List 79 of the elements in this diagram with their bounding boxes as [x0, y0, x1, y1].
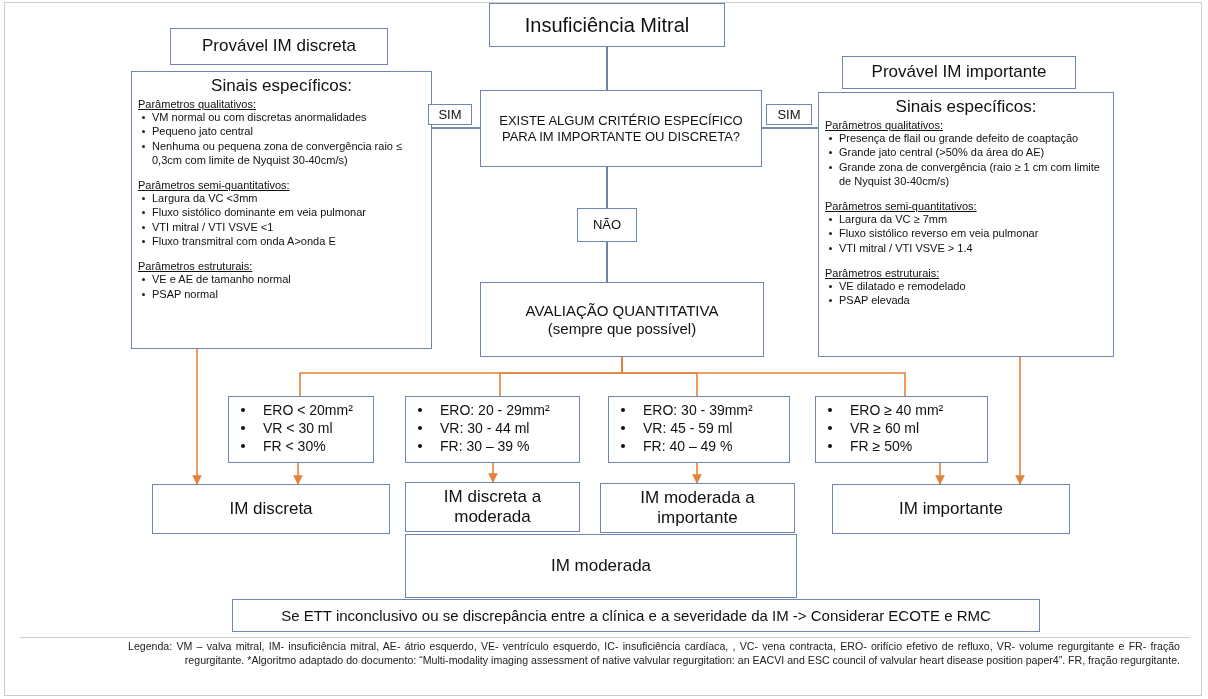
process-box	[405, 482, 580, 532]
list-item: ERO < 20mm²	[235, 401, 367, 420]
node-text: Se ETT inconclusivo ou se discrepância entre a clínica e a severidade da IM -> Considerar ECOTE e RMC	[280, 606, 992, 625]
process-box	[405, 534, 797, 598]
caption: Legenda: VM – valva mitral, IM- insuficiência mitral, AE- átrio esquerdo, VE- ventrículo esquerdo, IC- insuficiência cardíaca, , VC- vena contracta, ERO- orifício efetivo de refluxo, VR- volume regurgitante e FR- fração regurgitante. *Algoritmo adaptado do documento: “Multi-modality imaging assessment of native valvular regurgitation: an EACVI and ESC council of valvular heart disease position paper4”. FR, fração regurgitante.	[128, 640, 1180, 668]
arrow	[935, 462, 945, 485]
connector-line	[606, 46, 608, 91]
node-text: IM moderada a importante	[639, 487, 756, 529]
process-box	[480, 282, 764, 357]
arrow	[1015, 356, 1025, 485]
list-item: VM normal ou com discretas anormalidades	[138, 110, 425, 125]
process-box	[842, 56, 1076, 89]
process-box	[152, 484, 390, 534]
list-item: Grande jato central (>50% da área do AE)	[825, 145, 1107, 160]
list-item: PSAP normal	[138, 286, 425, 301]
process-box	[600, 483, 795, 533]
node-text: IM discreta	[228, 498, 314, 520]
list-item: ERO: 30 - 39mm²	[615, 401, 783, 420]
list-item: PSAP elevada	[825, 293, 1107, 308]
list-item: Grande zona de convergência (raio ≥ 1 cm com limite de Nyquist 30-40cm/s)	[825, 159, 1107, 189]
subheading: Parâmetros qualitativos:	[138, 98, 257, 110]
list-item: VR < 30 ml	[235, 419, 367, 438]
criteria-box	[608, 396, 790, 463]
criteria-box	[131, 71, 432, 349]
list-item: VR: 30 - 44 ml	[412, 419, 573, 438]
connector-line	[761, 127, 819, 129]
process-box	[480, 90, 762, 167]
list-item: VTI mitral / VTI VSVE <1	[138, 219, 425, 235]
arrow	[692, 462, 702, 484]
list-item: VR ≥ 60 ml	[822, 419, 981, 438]
process-box	[232, 599, 1040, 632]
arrow	[488, 462, 498, 483]
list-item: FR: 30 – 39 %	[412, 437, 573, 456]
heading: Sinais específicos:	[894, 97, 1038, 117]
arrow	[192, 348, 202, 485]
connector-line	[431, 127, 481, 129]
list-item: VTI mitral / VTI VSVE > 1.4	[825, 240, 1107, 256]
node-text: Provável IM discreta	[201, 36, 357, 57]
list-item: Largura da VC ≥ 7mm	[825, 212, 1107, 227]
node-text: EXISTE ALGUM CRITÉRIO ESPECÍFICO PARA IM IMPORTANTE OU DISCRETA?	[498, 112, 744, 145]
subheading: Parâmetros qualitativos:	[825, 119, 944, 131]
node-text: Provável IM importante	[870, 62, 1048, 83]
list-item: FR: 40 – 49 %	[615, 437, 783, 456]
list-item: Presença de flail ou grande defeito de coaptação	[825, 131, 1107, 146]
list-item: Largura da VC <3mm	[138, 191, 425, 206]
list-item: Fluxo sistólico reverso em veia pulmonar	[825, 226, 1107, 241]
subheading: Parâmetros estruturais:	[825, 267, 941, 280]
criteria-box	[818, 92, 1114, 357]
list-item: VR: 45 - 59 ml	[615, 419, 783, 438]
edge-label: SIM	[428, 104, 472, 125]
list-item: Fluxo sistólico dominante em veia pulmonar	[138, 205, 425, 220]
arrow	[293, 462, 303, 485]
criteria-box	[815, 396, 988, 463]
subheading: Parâmetros semi-quantitativos:	[825, 200, 978, 213]
process-box	[489, 3, 725, 47]
node-text: (sempre que possível)	[546, 319, 698, 338]
list-item: Fluxo transmitral com onda A>onda E	[138, 234, 425, 249]
list-item: Pequeno jato central	[138, 124, 425, 139]
edge-label: NÃO	[577, 208, 637, 242]
criteria-box	[405, 396, 580, 463]
subheading: Parâmetros estruturais:	[138, 260, 254, 273]
node-text: Insuficiência Mitral	[523, 13, 691, 37]
list-item: VE e AE de tamanho normal	[138, 272, 425, 287]
subheading: Parâmetros semi-quantitativos:	[138, 179, 291, 192]
node-text: IM importante	[898, 498, 1004, 520]
list-item: VE dilatado e remodelado	[825, 279, 1107, 294]
list-item: ERO ≥ 40 mm²	[822, 401, 981, 420]
node-text: IM moderada	[549, 555, 653, 577]
list-item: FR ≥ 50%	[822, 437, 981, 456]
list-item: FR < 30%	[235, 437, 367, 456]
criteria-box	[228, 396, 374, 463]
list-item: ERO: 20 - 29mm²	[412, 401, 573, 420]
process-box	[832, 484, 1070, 534]
node-text: IM discreta a moderada	[442, 486, 543, 528]
process-box	[170, 28, 388, 65]
heading: Sinais específicos:	[210, 76, 353, 96]
node-text: AVALIAÇÃO QUANTITATIVA	[524, 301, 720, 320]
edge-label: SIM	[766, 104, 812, 125]
list-item: Nenhuma ou pequena zona de convergência raio ≤ 0,3cm com limite de Nyquist 30-40cm/s)	[138, 138, 425, 168]
